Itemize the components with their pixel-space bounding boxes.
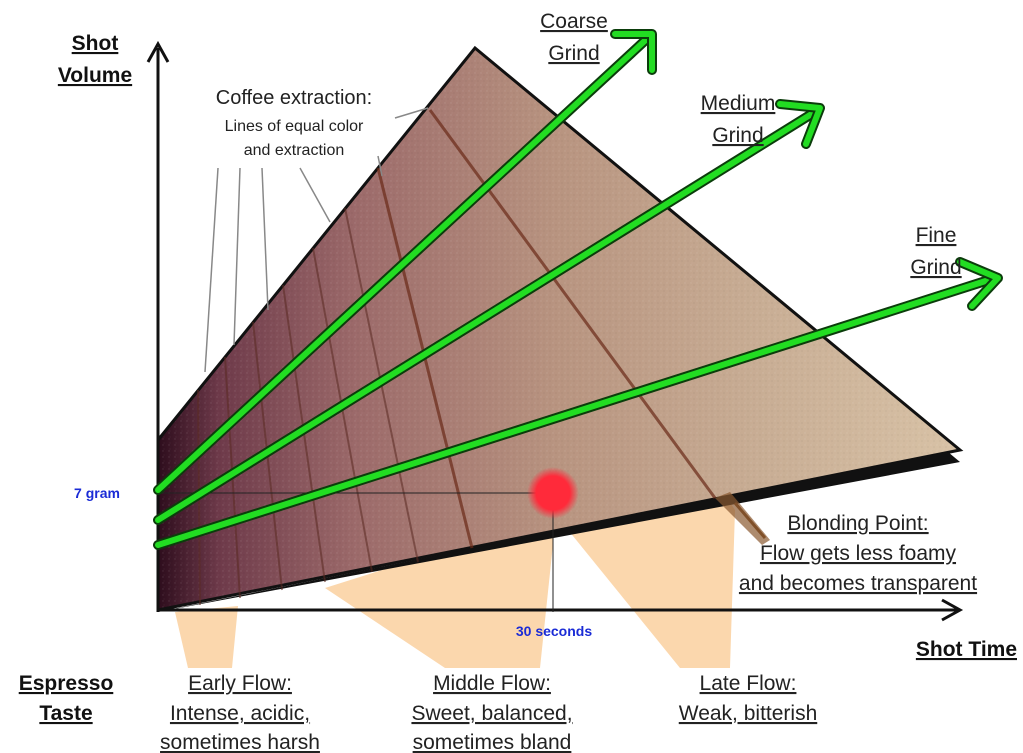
seven-gram-thirty-seconds-marker	[527, 467, 579, 519]
early-flow-line1: Intense, acidic,	[170, 702, 310, 725]
early-flow-title: Early Flow:	[188, 672, 292, 695]
middle-flow-title: Middle Flow:	[433, 672, 551, 695]
taste-title-line1: Espresso	[19, 672, 114, 695]
medium-grind-label-line2: Grind	[712, 124, 763, 147]
extraction-note-line2: and extraction	[244, 142, 345, 159]
early-flow-zone	[175, 606, 238, 668]
blonding-line2: and becomes transparent	[739, 572, 977, 595]
medium-grind-label-line1: Medium	[701, 92, 776, 115]
volume-value-label: 7 gram	[74, 485, 120, 501]
time-value-label: 30 seconds	[516, 623, 592, 639]
extraction-note-line1: Lines of equal color	[225, 118, 364, 135]
middle-flow-line1: Sweet, balanced,	[411, 702, 572, 725]
blonding-line1: Flow gets less foamy	[760, 542, 957, 565]
late-flow-title: Late Flow:	[700, 672, 797, 695]
taste-title-line2: Taste	[39, 702, 92, 725]
blonding-title: Blonding Point:	[787, 512, 928, 535]
coarse-grind-label-line1: Coarse	[540, 10, 608, 33]
late-flow-line1: Weak, bitterish	[679, 702, 818, 725]
y-axis-title-line1: Shot	[72, 32, 119, 55]
fine-grind-label-line1: Fine	[916, 224, 957, 247]
early-flow-line2: sometimes harsh	[160, 731, 320, 753]
x-axis-title: Shot Time	[916, 638, 1017, 661]
middle-flow-line2: sometimes bland	[413, 731, 572, 753]
extraction-note-title: Coffee extraction:	[216, 87, 372, 109]
coarse-grind-label-line2: Grind	[548, 42, 599, 65]
y-axis-title-line2: Volume	[58, 64, 132, 87]
fine-grind-label-line2: Grind	[910, 256, 961, 279]
